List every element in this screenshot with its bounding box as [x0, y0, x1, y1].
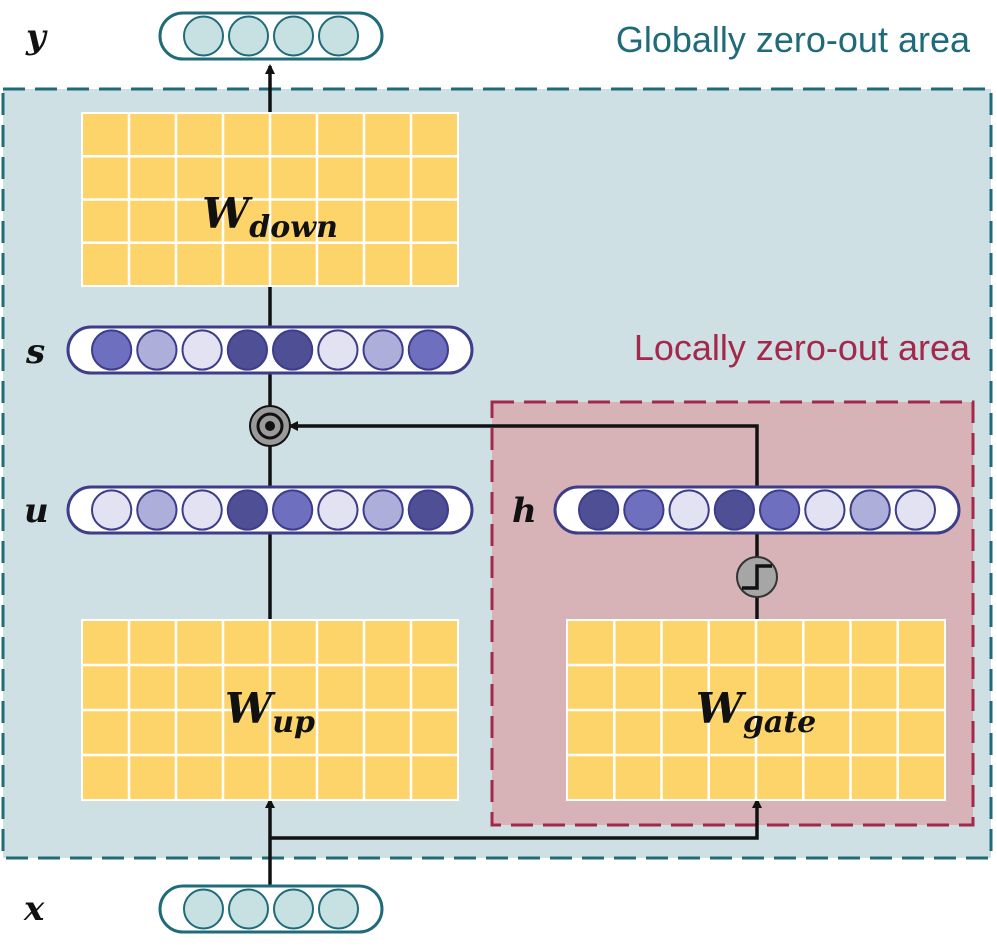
vector-node [272, 329, 314, 371]
w-down-label: Wdown [202, 189, 338, 245]
vector-node [91, 329, 133, 371]
vector-node [407, 489, 449, 531]
vector-node [317, 489, 359, 531]
s-label: s [25, 332, 45, 372]
w-up-label: Wup [225, 684, 315, 740]
vector-node [136, 489, 178, 531]
u-label: u [24, 491, 49, 531]
vector-node [362, 329, 404, 371]
vector-node [91, 489, 133, 531]
x-label: x [23, 889, 45, 929]
vector-node [759, 489, 801, 531]
arrow-h-to-product [288, 421, 759, 487]
vector-node [183, 15, 224, 57]
vector-h [553, 485, 961, 535]
vector-node [226, 489, 268, 531]
vector-node [181, 329, 223, 371]
arrow-x-to-wgate [270, 798, 762, 840]
vector-y [158, 11, 384, 61]
vector-node [713, 489, 755, 531]
matrix-w-gate [566, 619, 946, 801]
matrix-w-up [81, 619, 459, 801]
vector-node [362, 489, 404, 531]
vector-node [623, 489, 665, 531]
vector-node [804, 489, 846, 531]
y-label: y [25, 17, 48, 57]
vector-node [273, 15, 314, 57]
vector-node [228, 15, 269, 57]
vector-node [183, 888, 224, 930]
vector-node [318, 888, 359, 930]
w-gate-label: Wgate [696, 684, 817, 740]
connections [265, 64, 762, 886]
vector-node [668, 489, 710, 531]
vector-node [894, 489, 936, 531]
vector-node [407, 329, 449, 371]
vector-node [136, 329, 178, 371]
matrix-w-down [81, 112, 459, 287]
vector-node [226, 329, 268, 371]
global-area-label: Globally zero-out area [616, 19, 971, 60]
vector-node [181, 489, 223, 531]
vector-node [228, 888, 269, 930]
vector-node [273, 888, 314, 930]
vector-x [158, 884, 384, 934]
local-area-label: Locally zero-out area [634, 327, 971, 368]
vector-node [849, 489, 891, 531]
vector-node [318, 15, 359, 57]
step-function-icon [736, 556, 778, 598]
vector-node [272, 489, 314, 531]
circle-dot-icon [249, 405, 291, 447]
h-label: h [512, 491, 537, 531]
vector-s [66, 325, 474, 375]
vector-node [317, 329, 359, 371]
vector-node [578, 489, 620, 531]
vector-u [66, 485, 474, 535]
